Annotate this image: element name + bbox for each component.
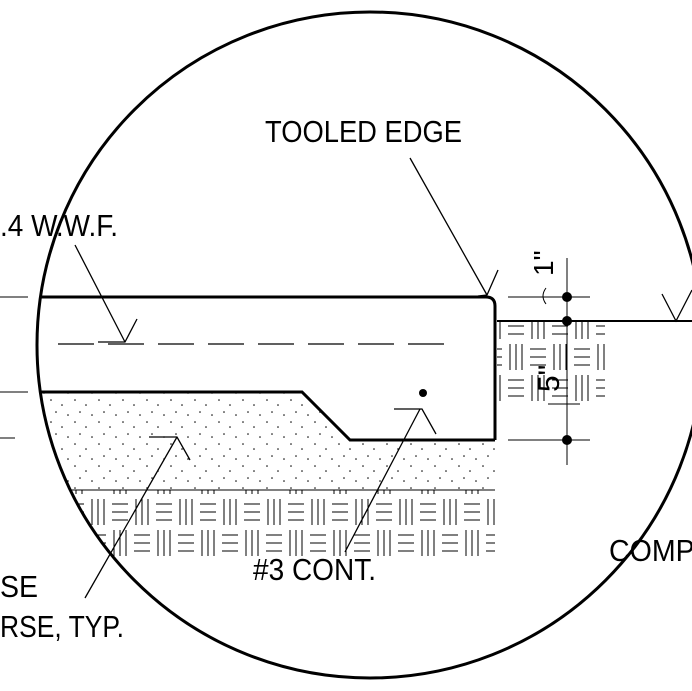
dimension-points xyxy=(562,292,572,445)
label-comp: COMP. xyxy=(609,533,692,568)
leader-lines xyxy=(74,157,692,599)
tooled-edge xyxy=(485,295,497,440)
label-base-line-2: RSE, TYP. xyxy=(0,609,124,644)
extension-lines xyxy=(0,296,28,439)
label-wwf: .4 W.W.F. xyxy=(0,208,118,243)
slab-bottom-line xyxy=(37,390,495,442)
label-tooled-edge: TOOLED EDGE xyxy=(265,114,462,149)
rebar-3-cont xyxy=(419,389,427,397)
base-course-fill xyxy=(37,392,495,490)
detail-circle xyxy=(35,10,692,680)
compacted-subgrade-hatch xyxy=(37,490,495,556)
side-soil-hatch xyxy=(497,322,605,404)
label-bar-3-cont: #3 CONT. xyxy=(253,552,376,587)
label-base-line-1: SE xyxy=(0,569,38,604)
dimension-5-inch: 5" xyxy=(533,365,566,392)
dimension-1-inch: 1" xyxy=(528,250,559,276)
